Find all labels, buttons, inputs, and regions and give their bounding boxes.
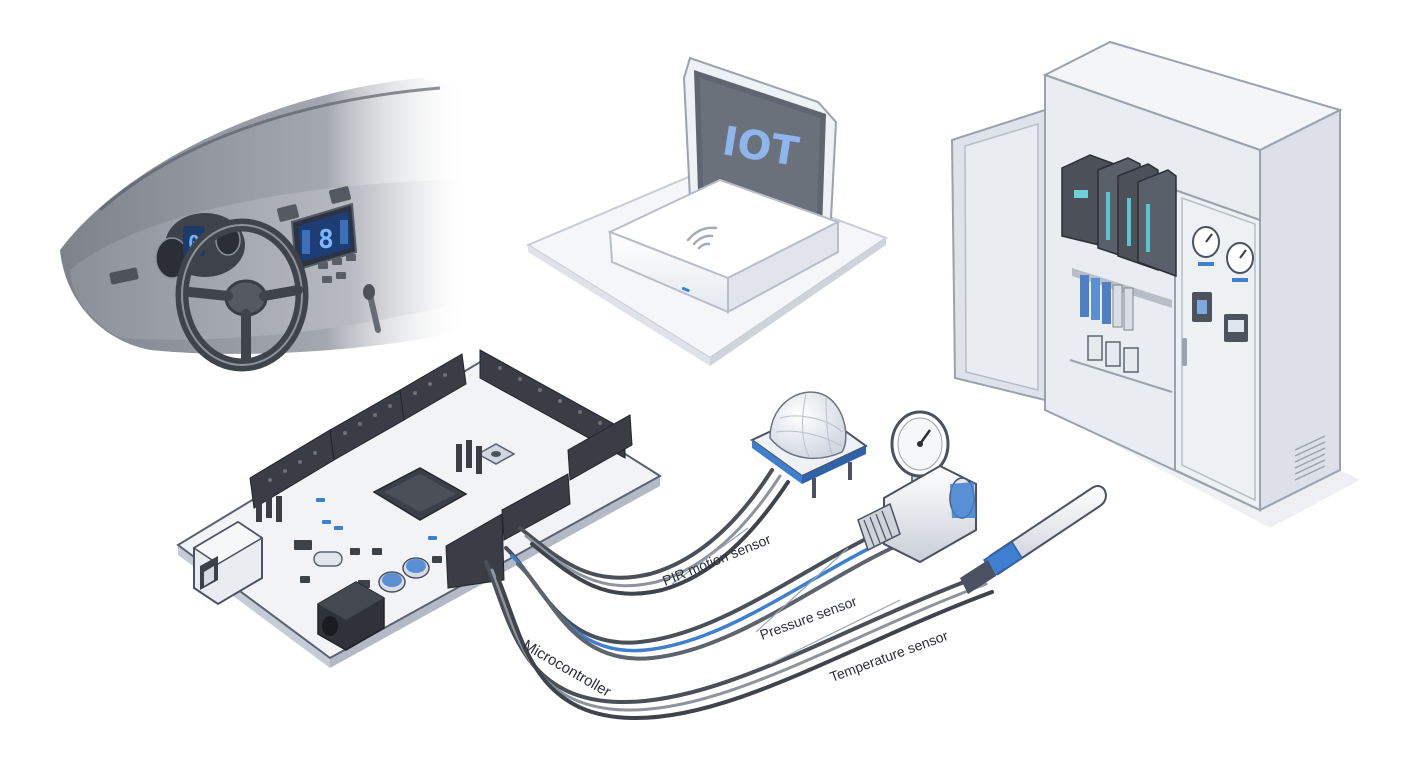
pressure-sensor [857, 410, 977, 564]
mcu-chip [372, 467, 468, 521]
gauge-icon [1192, 226, 1220, 266]
pir-dome-icon [769, 391, 847, 460]
pressure-gauge-icon [890, 410, 950, 493]
terminal-blocks [1069, 268, 1173, 393]
sensor-cables [484, 468, 994, 721]
label-leaders [671, 527, 901, 665]
power-jack-icon [317, 581, 385, 651]
temperature-sensor [960, 485, 1107, 594]
steering-wheel-icon [175, 218, 309, 372]
center-display-readout: 8 [318, 225, 334, 255]
switch-icon [1192, 292, 1212, 322]
gauge-icon [1226, 242, 1254, 282]
usb-port-icon [192, 520, 264, 606]
control-cabinet [950, 40, 1360, 528]
led-indicators [316, 498, 437, 540]
pir-sensor [750, 391, 868, 498]
pir-motion-sensor-label: PIR motion sensor [660, 531, 773, 589]
wifi-icon [686, 226, 718, 250]
microcontroller-board [176, 349, 662, 668]
meter-icon [1224, 314, 1248, 342]
router-status-led [681, 286, 690, 293]
reset-button-icon [476, 443, 516, 465]
plc-modules [1061, 154, 1177, 278]
iot-hub: IOT [525, 56, 889, 366]
car-dashboard: 0 8 [60, 78, 470, 372]
router-box [607, 178, 841, 314]
capacitors [378, 557, 430, 593]
